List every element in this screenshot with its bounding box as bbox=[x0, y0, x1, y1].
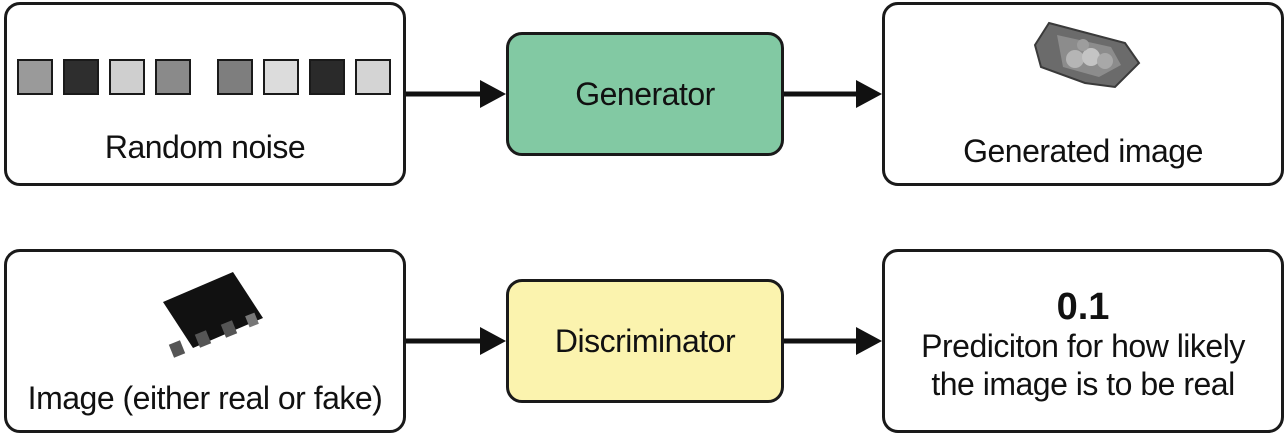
generated-image-node: Generated image bbox=[882, 2, 1284, 186]
arrow-noise-to-generator bbox=[406, 80, 506, 108]
input-image-node: Image (either real or fake) bbox=[4, 249, 406, 433]
noise-swatch bbox=[17, 59, 53, 95]
noise-swatch bbox=[217, 59, 253, 95]
generated-image-thumbnail bbox=[1033, 21, 1141, 89]
discriminator-label: Discriminator bbox=[554, 322, 736, 359]
prediction-text-line2: the image is to be real bbox=[931, 366, 1235, 402]
input-image-label: Image (either real or fake) bbox=[27, 380, 383, 416]
prediction-text-line1: Prediciton for how likely bbox=[921, 328, 1245, 364]
noise-swatch bbox=[263, 59, 299, 95]
generator-label: Generator bbox=[575, 75, 715, 112]
generator-node: Generator bbox=[506, 32, 784, 156]
noise-swatch bbox=[155, 59, 191, 95]
noise-swatch bbox=[355, 59, 391, 95]
prediction-value: 0.1 bbox=[1056, 286, 1110, 328]
arrow-generator-to-image bbox=[784, 80, 882, 108]
arrow-image-to-discriminator bbox=[406, 327, 506, 355]
random-noise-label: Random noise bbox=[104, 129, 306, 165]
noise-swatch bbox=[63, 59, 99, 95]
discriminator-node: Discriminator bbox=[506, 279, 784, 403]
random-noise-node: Random noise bbox=[4, 2, 406, 186]
input-image-thumbnail bbox=[163, 272, 263, 358]
prediction-node: 0.1 Prediciton for how likely the image … bbox=[882, 249, 1284, 433]
noise-swatch bbox=[109, 59, 145, 95]
noise-swatch bbox=[309, 59, 345, 95]
generated-image-label: Generated image bbox=[963, 133, 1203, 169]
arrow-discriminator-to-prediction bbox=[784, 327, 882, 355]
